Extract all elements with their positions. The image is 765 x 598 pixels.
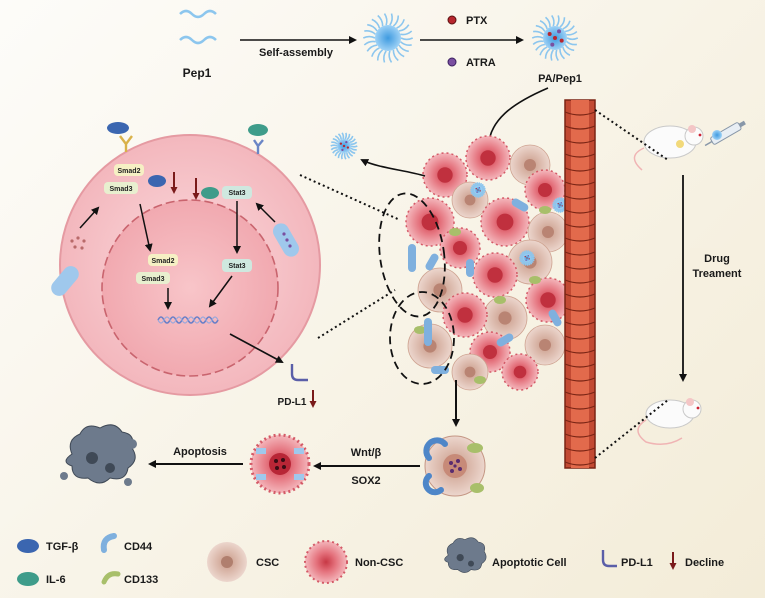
noncsc-with-drug [249, 433, 311, 495]
smad2-box [114, 164, 144, 176]
dna-icon [157, 316, 219, 324]
pa-pep1-label: PA/Pep1 [538, 73, 582, 85]
zoom-line [594, 399, 669, 459]
legend-cd44-label: CD44 [124, 541, 153, 553]
pd-l1-label: PD-L1 [278, 397, 307, 408]
ptx-icon [447, 15, 457, 25]
released-micelle [330, 132, 358, 160]
stat3-box-nuclear [222, 259, 252, 272]
mouse-icon [633, 125, 704, 171]
drug-treatment-label-2: Treament [693, 268, 742, 280]
release-arrow [360, 159, 426, 177]
legend-csc-label: CSC [256, 557, 279, 569]
self-assembly-label: Self-assembly [259, 47, 334, 59]
wnt-label: Wnt/β [351, 447, 382, 459]
cd44-marker [51, 266, 79, 296]
tgf-receptor [119, 135, 133, 152]
tumor-cluster [405, 135, 583, 391]
smad3-label: Smad3 [142, 276, 165, 283]
arrow [208, 275, 233, 308]
selection-oval [389, 291, 455, 385]
legend-decline-label: Decline [685, 557, 724, 569]
arrow [79, 206, 100, 229]
zoom-line [299, 174, 401, 221]
legend-cd133-label: CD133 [124, 574, 158, 586]
apoptosis-label: Apoptosis [173, 446, 227, 458]
atra-icon [447, 57, 457, 67]
atra-label: ATRA [466, 57, 496, 69]
smad2-label: Smad2 [118, 168, 141, 175]
legend-cd44-icon [100, 533, 117, 553]
released-drug-dots [70, 236, 86, 250]
zoom-line [317, 289, 396, 339]
syringe-icon [704, 120, 746, 147]
legend-apoptotic-label: Apoptotic Cell [492, 557, 567, 569]
mouse-icon [637, 398, 702, 445]
tgf-beta-ligand [148, 175, 166, 187]
tgf-beta-ligand [107, 122, 129, 134]
stat3-box [222, 186, 252, 199]
legend-tgf-label: TGF-β [46, 541, 79, 553]
arrow [139, 203, 153, 252]
sox2-label: SOX2 [351, 475, 380, 487]
smad3-box [104, 182, 138, 194]
smad3-label: Smad3 [110, 186, 133, 193]
apoptotic-cell-cluster [60, 424, 137, 486]
smad2-box-nuclear [148, 254, 178, 266]
pep1-peptides [179, 9, 217, 45]
drug-treatment-label-1: Drug [704, 253, 730, 265]
drug-dots [282, 232, 292, 248]
arrow [229, 333, 284, 363]
smad2-label: Smad2 [152, 258, 175, 265]
il-6-ligand [201, 187, 219, 199]
legend-apoptotic-icon [444, 537, 487, 573]
ptx-label: PTX [466, 15, 488, 27]
pd-l1-icon [290, 364, 308, 382]
micelle-icon-small [712, 130, 722, 140]
legend-noncsc-label: Non-CSC [355, 557, 403, 569]
blood-vessel [564, 99, 596, 469]
selection-oval [378, 192, 446, 318]
legend-tgf-icon [17, 539, 39, 553]
smad3-box-nuclear [136, 272, 170, 284]
legend-pdl1-icon [601, 550, 617, 568]
treatment-label-bg [690, 248, 750, 286]
arrow [255, 202, 276, 223]
il-6-receptor [253, 139, 264, 154]
legend-noncsc-icon [305, 541, 347, 583]
legend: TGF-β CD44 IL-6 CD133 CSC Non-CSC Apopto… [17, 533, 724, 586]
legend-pdl1-label: PD-L1 [621, 557, 653, 569]
empty-micelle [362, 13, 414, 63]
pep1-label: Pep1 [183, 66, 212, 80]
cancer-cell-detail [59, 134, 321, 396]
csc-with-drug [422, 435, 486, 497]
il-6-ligand [248, 124, 268, 136]
stat3-label: Stat3 [228, 263, 245, 270]
stat3-label: Stat3 [228, 190, 245, 197]
legend-cd133-icon [101, 571, 121, 585]
legend-il6-icon [17, 572, 39, 586]
loaded-micelle [531, 14, 579, 62]
legend-il6-label: IL-6 [46, 574, 66, 586]
